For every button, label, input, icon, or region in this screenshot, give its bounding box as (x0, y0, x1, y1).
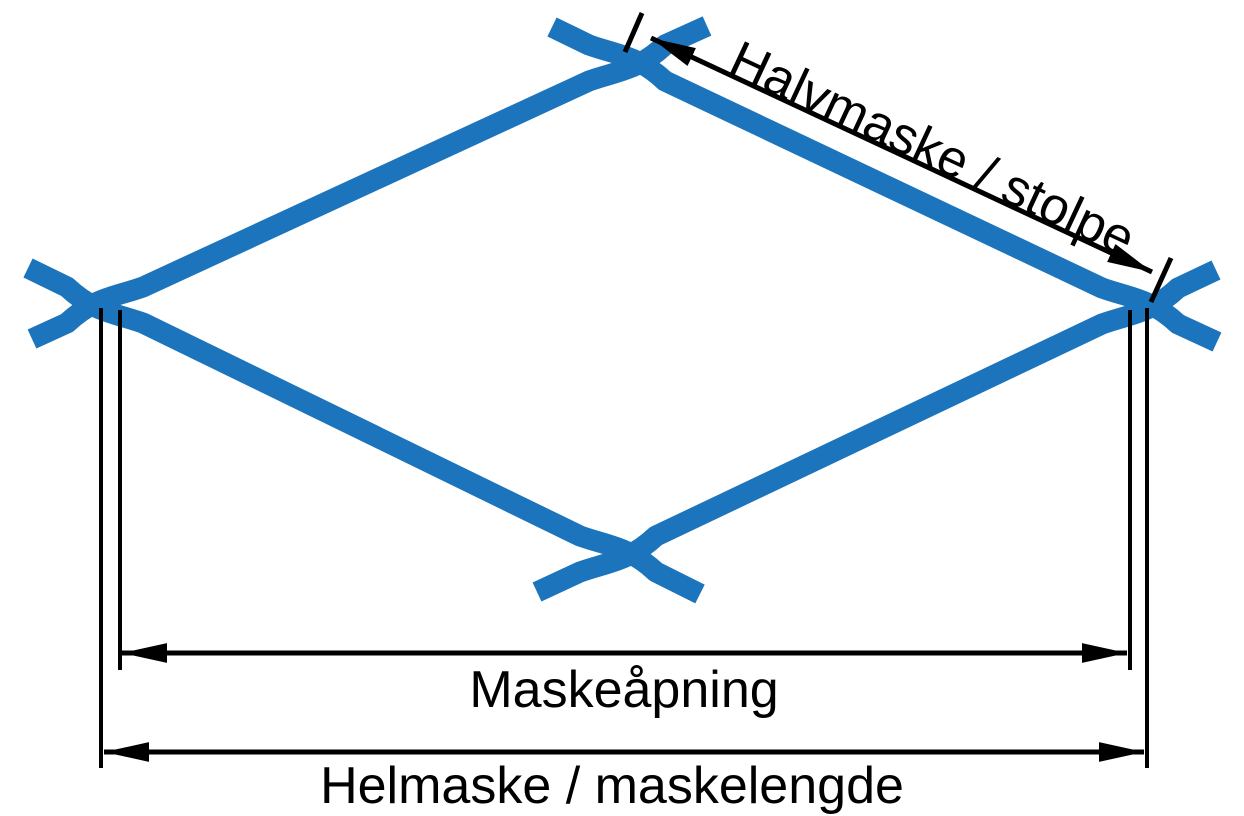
twine-strand-left-to-top (27, 16, 712, 349)
label-mesh-opening: Maskeåpning (469, 661, 778, 719)
extension-lines (99, 308, 1149, 768)
label-half-mesh: Halvmaske / stolpe (721, 30, 1144, 268)
dimension-arrows (104, 35, 1154, 762)
twine-strand-bottom-to-right (532, 260, 1221, 602)
twine-strands (23, 16, 1222, 604)
label-full-mesh: Helmaske / maskelengde (320, 757, 904, 815)
dimension-arrow-half-mesh (649, 35, 1154, 275)
tick-top-knot (622, 12, 645, 53)
twine-strand-top-to-right (547, 17, 1222, 352)
dimension-ticks (622, 12, 1174, 304)
tick-right-knot (1148, 256, 1174, 304)
twine-strand-left-to-bottom (23, 258, 705, 604)
